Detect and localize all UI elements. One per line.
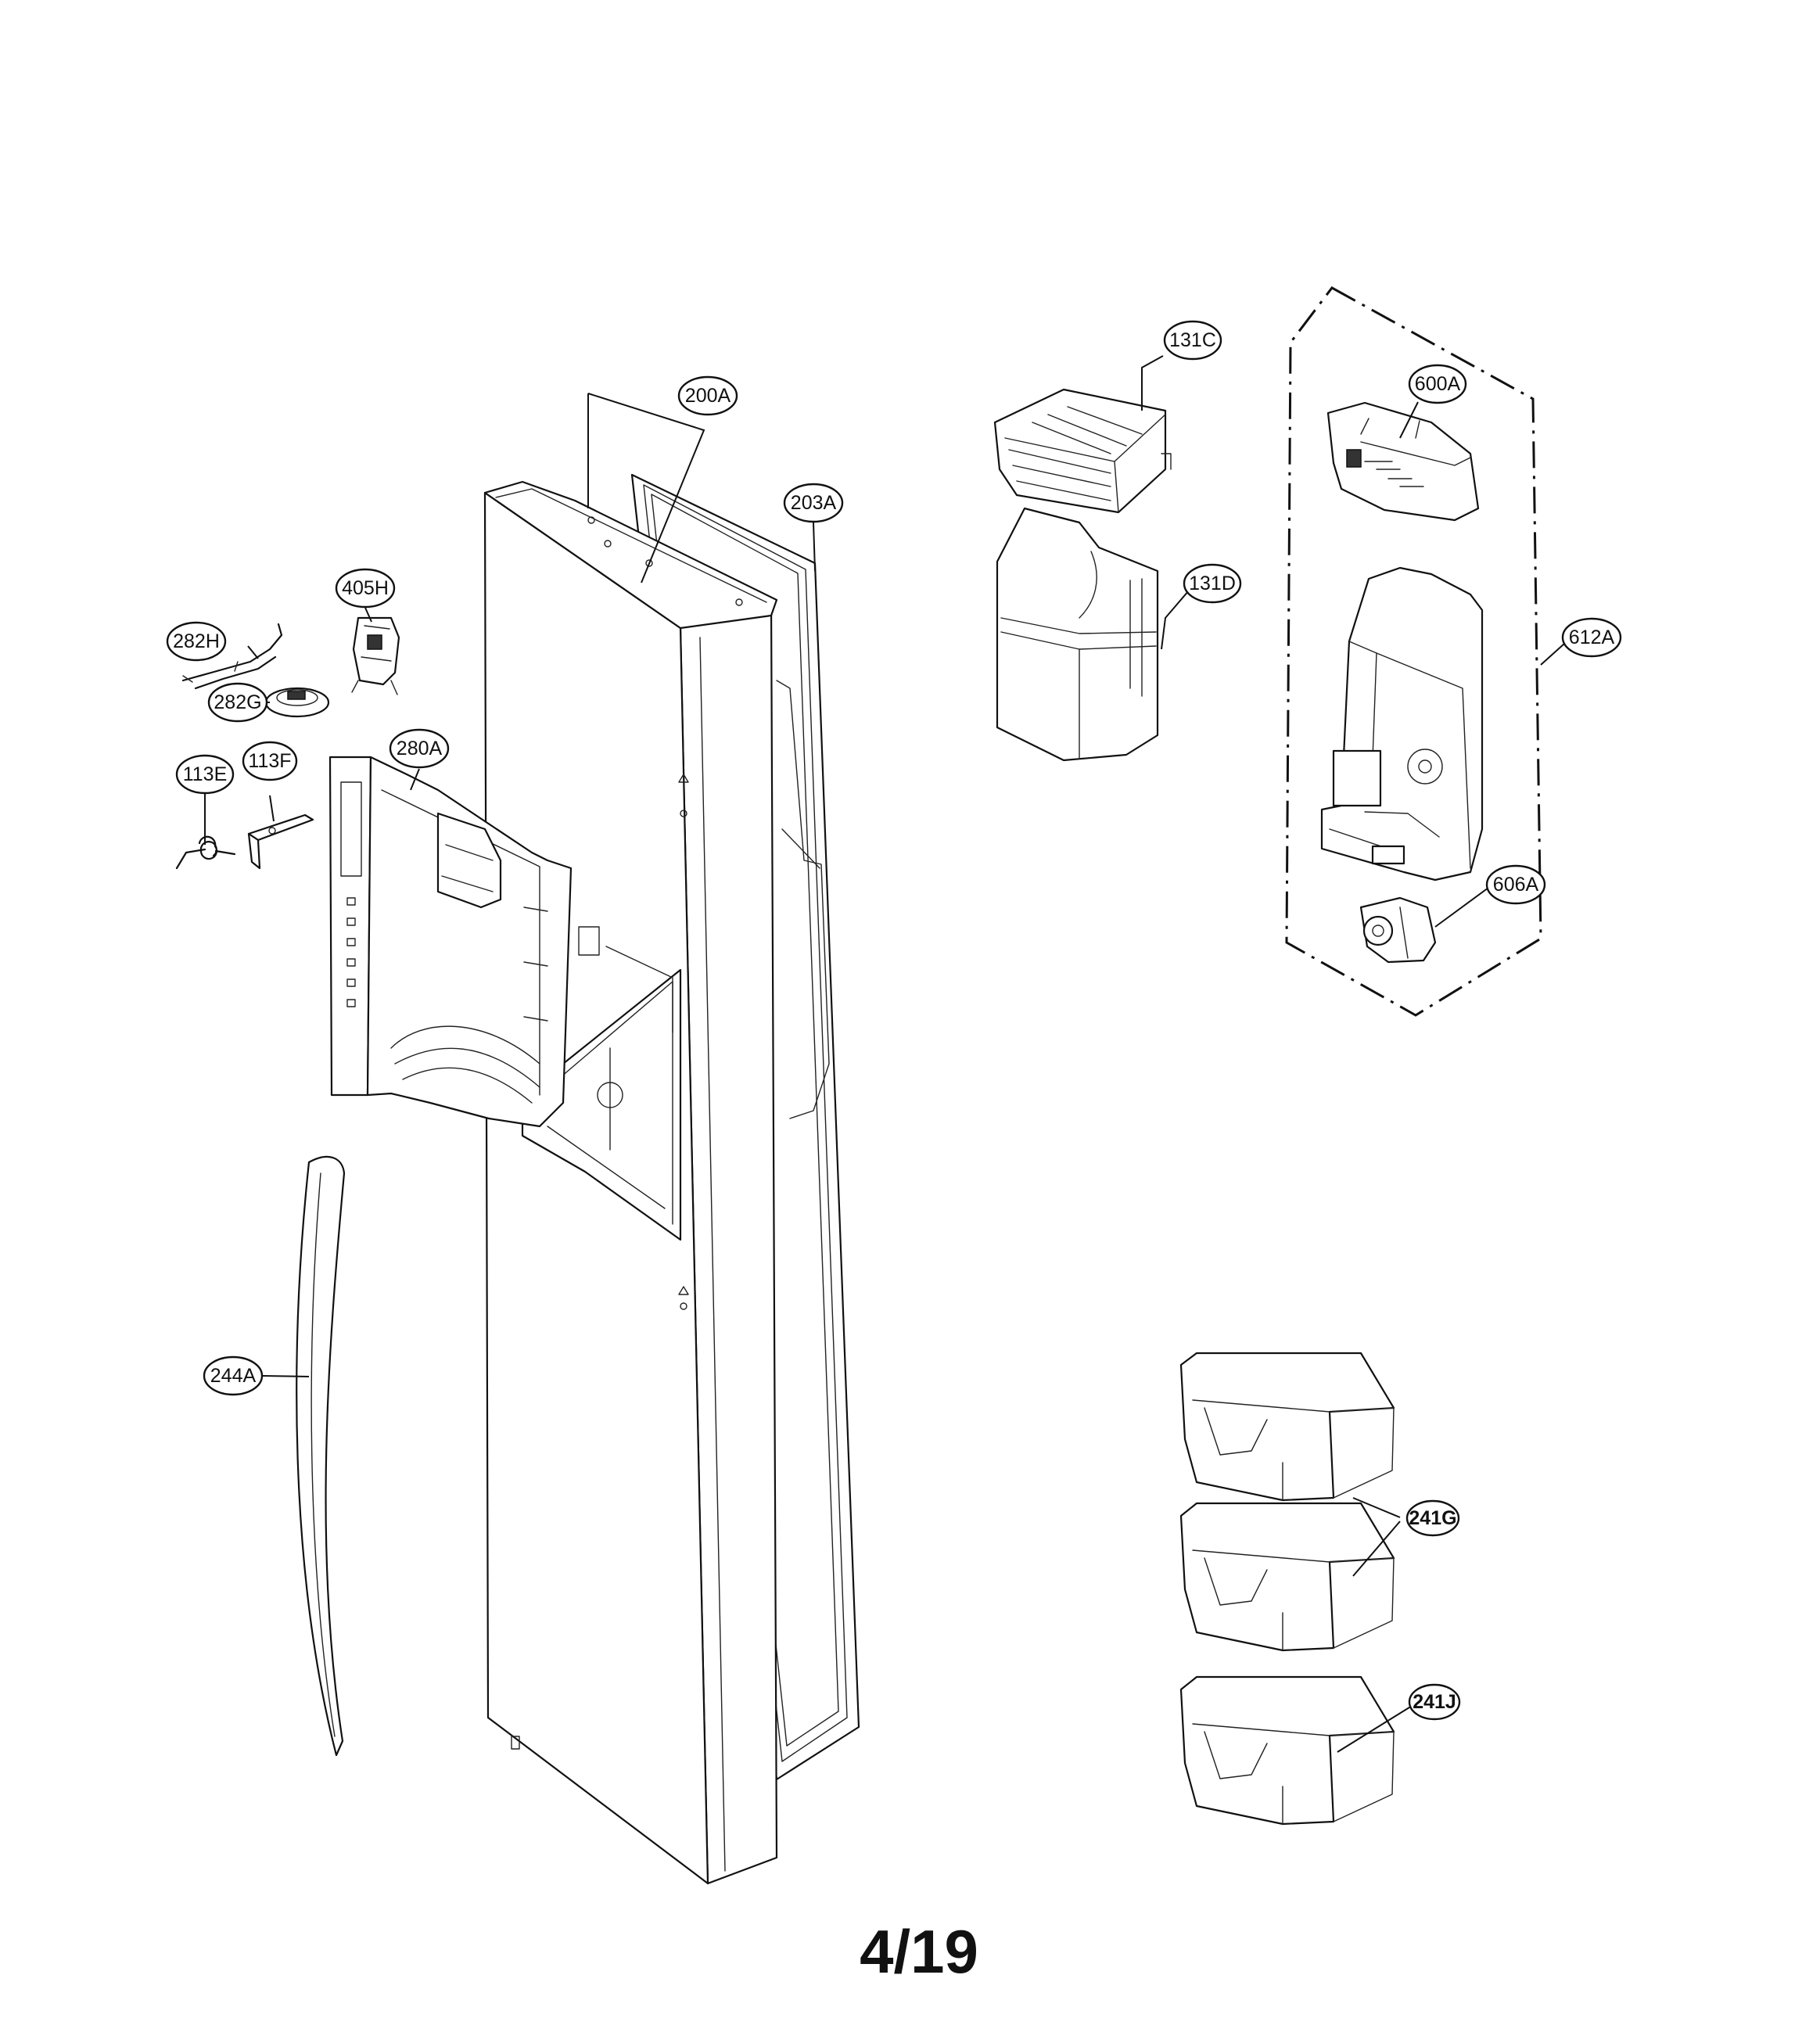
callout-241G: 241G bbox=[1405, 1499, 1460, 1537]
svg-text:600A: 600A bbox=[1415, 373, 1461, 395]
door-bin-3 bbox=[1179, 1675, 1395, 1826]
svg-text:113E: 113E bbox=[183, 763, 228, 785]
svg-text:280A: 280A bbox=[397, 738, 443, 759]
icemaker-kit-boundary bbox=[1285, 286, 1542, 1017]
svg-text:244A: 244A bbox=[210, 1365, 257, 1387]
page-number: 4/19 bbox=[860, 1917, 978, 1986]
callout-612A: 612A bbox=[1561, 617, 1622, 658]
callout-113F: 113F bbox=[242, 741, 298, 781]
motor-606A bbox=[1359, 896, 1437, 964]
svg-text:241J: 241J bbox=[1413, 1691, 1456, 1713]
dispenser-cover-280A bbox=[328, 756, 573, 1128]
callout-606A: 606A bbox=[1485, 864, 1546, 905]
callout-282H: 282H bbox=[166, 621, 227, 662]
door-bin-1 bbox=[1179, 1352, 1395, 1502]
callout-113E: 113E bbox=[175, 754, 235, 795]
svg-text:200A: 200A bbox=[685, 385, 731, 407]
callout-280A: 280A bbox=[389, 728, 450, 769]
svg-text:405H: 405H bbox=[342, 577, 389, 599]
svg-text:113F: 113F bbox=[248, 750, 291, 772]
svg-text:131C: 131C bbox=[1169, 329, 1216, 351]
switch-405H bbox=[351, 616, 400, 695]
door-bin-2 bbox=[1179, 1502, 1395, 1652]
freezer-door bbox=[483, 480, 830, 1885]
icemaker-housing bbox=[1320, 566, 1484, 881]
callout-405H: 405H bbox=[335, 568, 396, 609]
callout-131C: 131C bbox=[1163, 320, 1222, 361]
svg-text:612A: 612A bbox=[1569, 627, 1615, 648]
svg-text:241G: 241G bbox=[1409, 1507, 1456, 1529]
callout-241J: 241J bbox=[1408, 1683, 1461, 1721]
spring-113E bbox=[175, 835, 236, 870]
svg-text:282G: 282G bbox=[214, 691, 261, 713]
ice-bin-131D bbox=[996, 507, 1159, 762]
leader-lines bbox=[204, 355, 1565, 1753]
ice-bin-cover-131C bbox=[993, 388, 1172, 514]
svg-text:203A: 203A bbox=[791, 492, 837, 514]
icemaker-600A bbox=[1326, 401, 1480, 522]
door-handle-244A bbox=[296, 1155, 346, 1757]
bracket-113F bbox=[247, 813, 314, 870]
callout-600A: 600A bbox=[1408, 364, 1467, 404]
svg-text:282H: 282H bbox=[173, 630, 220, 652]
lever-282H bbox=[181, 623, 283, 690]
callout-200A: 200A bbox=[677, 375, 738, 416]
callout-203A: 203A bbox=[783, 483, 844, 523]
callout-131D: 131D bbox=[1183, 563, 1242, 604]
svg-text:131D: 131D bbox=[1189, 573, 1236, 594]
svg-text:606A: 606A bbox=[1493, 874, 1539, 896]
callout-282G: 282G bbox=[207, 682, 268, 723]
cap-282G bbox=[264, 687, 330, 718]
callout-244A: 244A bbox=[203, 1355, 264, 1396]
